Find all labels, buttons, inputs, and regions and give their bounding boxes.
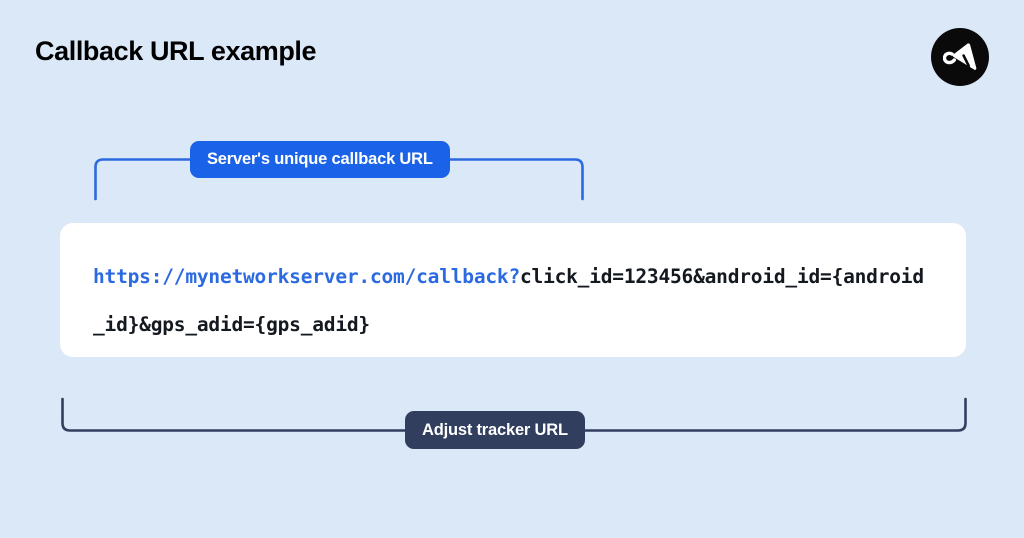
badge-server-callback-url: Server's unique callback URL <box>190 141 450 178</box>
url-code-card: https://mynetworkserver.com/callback?cli… <box>60 223 966 357</box>
page-title: Callback URL example <box>35 36 317 66</box>
badge-adjust-tracker-url: Adjust tracker URL <box>405 411 585 449</box>
url-base-segment: https://mynetworkserver.com/callback? <box>93 265 520 288</box>
url-params-segment: click_id=123456&android_id={android_id}&… <box>93 265 924 336</box>
url-text: https://mynetworkserver.com/callback?cli… <box>93 253 933 349</box>
adjust-logo <box>931 28 989 86</box>
